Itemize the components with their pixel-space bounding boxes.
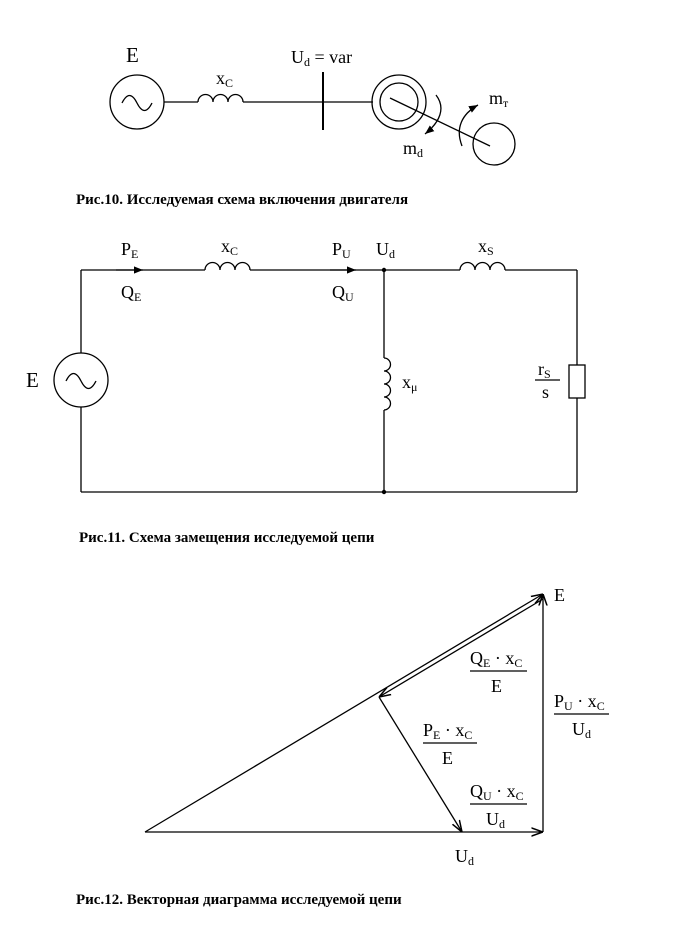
fig12-qe-xc-vector [379,598,544,697]
fig12-vector-diagram: E Ud QE · xC E PE · xC E PU · xC Ud QU ·… [144,585,609,868]
fig11-qu-label: QU [332,282,354,304]
fig11-xc-label: xC [221,236,238,258]
fig12-qe-denominator: E [491,676,502,696]
sine-icon [65,372,97,390]
fig11-pe-label: PE [121,239,138,261]
fig11-ud-label: Ud [376,239,395,261]
fig10-source-label: E [126,43,139,67]
fig12-ud-label: Ud [455,846,474,868]
fig10-motor-torque-arrow [424,94,442,135]
sine-icon [121,94,153,112]
fig12-qu-denominator: Ud [486,809,505,831]
fig10-circuit: E xC Ud = var mт md [109,43,516,166]
fig10-reactance-label: xC [216,68,233,90]
fig11-rs-numerator: rS [538,359,551,381]
fig12-e-vector [144,594,543,833]
fig10-voltage-label: Ud = var [291,47,352,69]
fig12-pu-denominator: Ud [572,719,591,741]
fig12-pe-numerator: PE · xC [423,720,472,742]
fig12-e-label: E [554,585,565,605]
fig11-circuit: E PE QE xC PU QU Ud xS xμ rS s [26,236,586,495]
fig12-qe-numerator: QE · xC [470,648,522,670]
fig10-motor-torque-label: md [403,138,423,160]
fig11-caption: Рис.11. Схема замещения исследуемой цепи [79,530,375,546]
fig11-pu-label: PU [332,239,351,261]
fig12-pe-denominator: E [442,748,453,768]
fig12-caption: Рис.12. Векторная диаграмма исследуемой … [76,892,402,908]
fig10-load-torque-arrow [458,104,479,147]
resistor-icon [568,364,586,399]
junction-dot [381,489,387,495]
fig11-xs-label: xS [478,236,494,258]
fig10-caption: Рис.10. Исследуемая схема включения двиг… [76,192,408,208]
fig12-pu-numerator: PU · xC [554,691,605,713]
junction-dot [381,267,387,273]
fig11-xmu-label: xμ [402,372,417,394]
inductor-icon [197,93,244,103]
fig11-qe-label: QE [121,282,141,304]
inductor-icon [459,261,506,271]
fig10-load-torque-label: mт [489,88,509,110]
fig12-qu-numerator: QU · xC [470,781,524,803]
fig11-source-label: E [26,368,39,392]
fig10-motor-rotor [379,82,419,122]
inductor-icon [204,261,251,271]
fig11-rs-denominator: s [542,382,549,402]
fig10-load [472,122,516,166]
fig12-pe-xc-vector [378,696,462,832]
fig10-motor-stator [371,74,427,130]
inductor-icon [383,357,392,411]
